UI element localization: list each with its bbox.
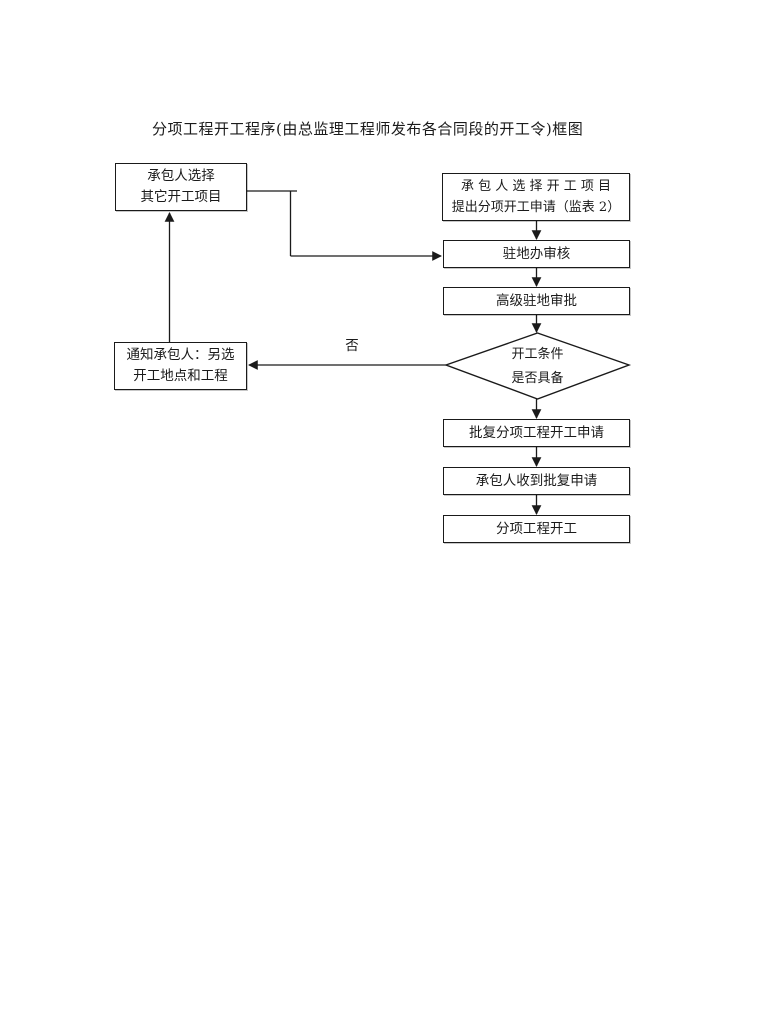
node-decision-line1: 开工条件 <box>511 347 564 362</box>
node-apply-line2: 提出分项开工申请（监表 2） <box>451 200 621 215</box>
node-start-label: 分项工程开工 <box>496 520 577 537</box>
node-senior-resident-approval: 高级驻地审批 <box>443 287 630 315</box>
node-notify-line2: 开工地点和工程 <box>133 368 228 384</box>
node-start-work: 分项工程开工 <box>443 515 630 543</box>
edge-label-no: 否 <box>345 338 359 354</box>
node-approve-reply: 批复分项工程开工申请 <box>443 419 630 447</box>
node-approve-label: 高级驻地审批 <box>496 292 577 309</box>
node-receive-reply: 承包人收到批复申请 <box>443 467 630 495</box>
node-reply-label: 批复分项工程开工申请 <box>469 424 604 441</box>
node-apply-line1: 承 包 人 选 择 开 工 项 目 <box>460 179 612 194</box>
node-apply-commencement: 承 包 人 选 择 开 工 项 目 提出分项开工申请（监表 2） <box>442 173 630 221</box>
node-notify-contractor: 通知承包人：另选 开工地点和工程 <box>114 342 247 390</box>
diagram-title: 分项工程开工程序(由总监理工程师发布各合同段的开工令)框图 <box>152 120 584 138</box>
node-decision-line2: 是否具备 <box>511 371 564 386</box>
node-review-label: 驻地办审核 <box>502 245 571 262</box>
node-select-other-line2: 其它开工项目 <box>140 189 222 205</box>
node-decision-conditions: 开工条件 是否具备 <box>480 343 595 391</box>
node-receive-label: 承包人收到批复申请 <box>475 472 598 489</box>
node-notify-line1: 通知承包人：另选 <box>126 347 235 363</box>
node-resident-office-review: 驻地办审核 <box>443 240 630 268</box>
node-select-other-project: 承包人选择 其它开工项目 <box>115 163 247 211</box>
node-select-other-line1: 承包人选择 <box>147 168 215 184</box>
